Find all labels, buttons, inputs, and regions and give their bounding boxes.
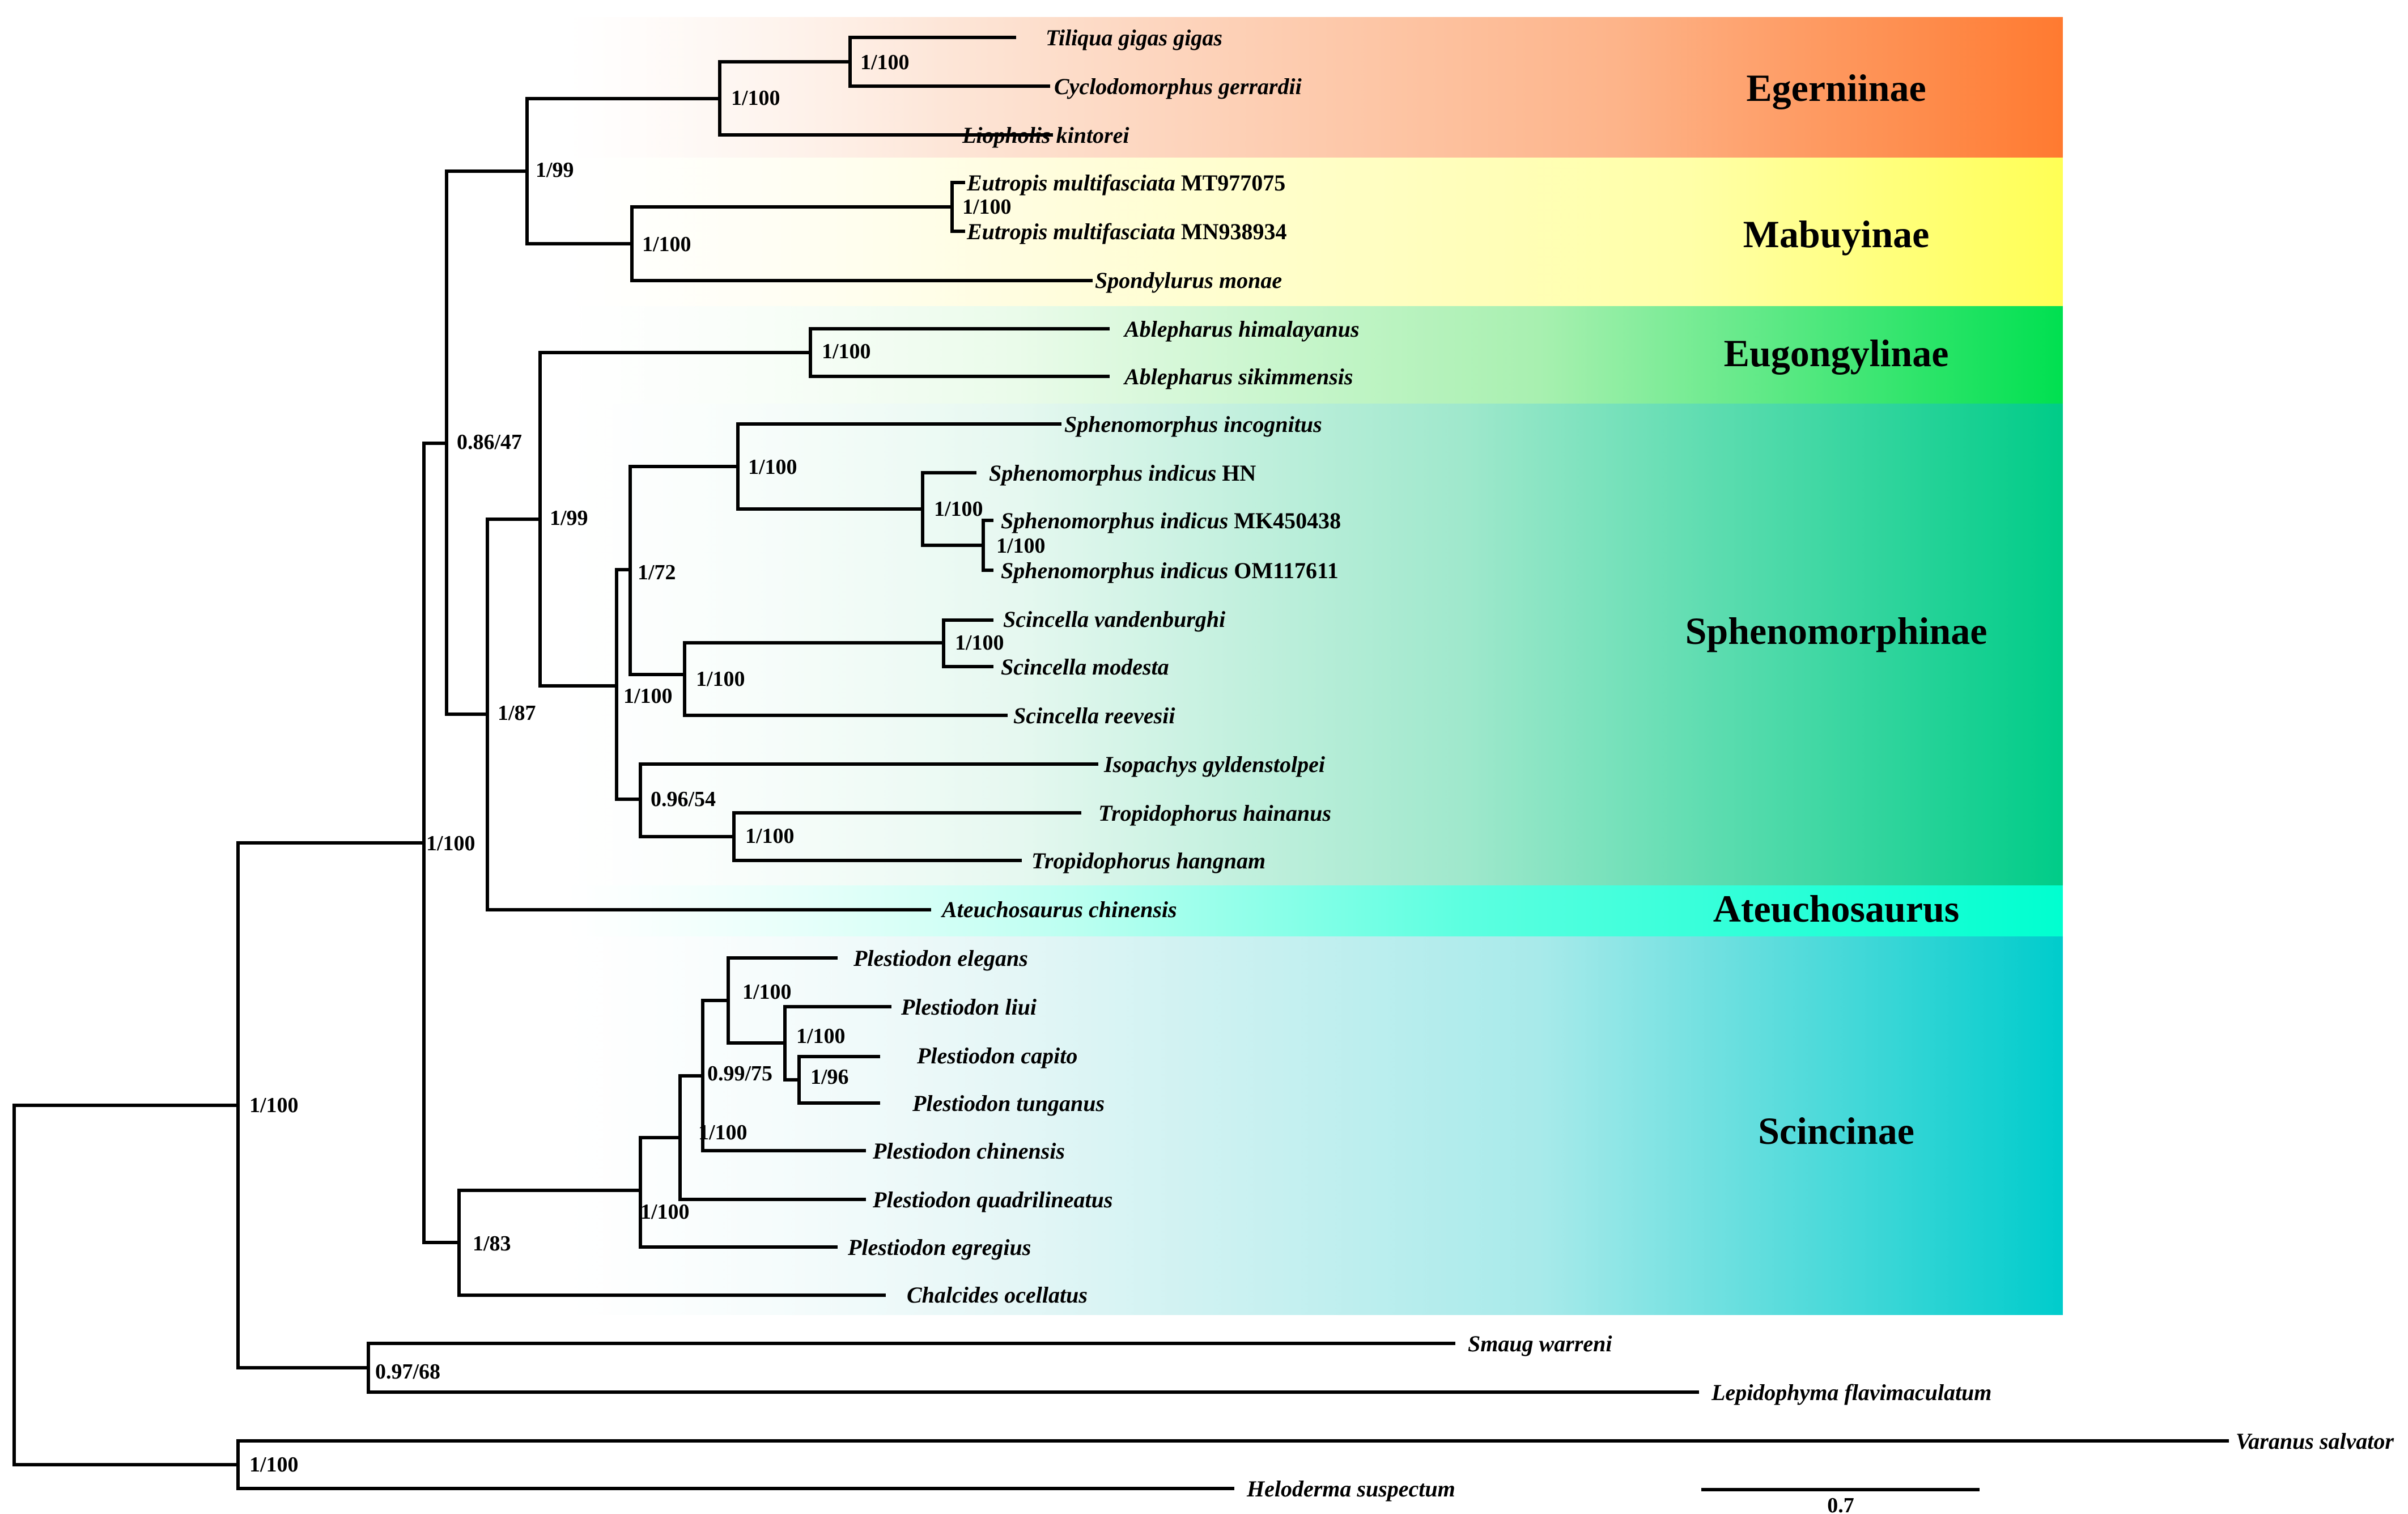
support-value: 1/72: [638, 561, 676, 584]
taxon-label: Plestiodon elegans: [853, 945, 1028, 971]
support-value: 1/100: [748, 455, 797, 479]
support-value: 1/100: [731, 86, 780, 110]
support-value: 1/100: [860, 50, 910, 74]
support-value: 1/100: [996, 534, 1046, 558]
support-value: 1/96: [810, 1065, 849, 1089]
scale-bar: 0.7: [1701, 1488, 1980, 1514]
taxon-label: Plestiodon egregius: [847, 1235, 1031, 1260]
scincinae-band: [567, 936, 2063, 1315]
support-value: 0.96/54: [651, 787, 716, 811]
taxon-label: Tiliqua gigas gigas: [1046, 25, 1222, 50]
taxon-label: Scincella vandenburghi: [1003, 607, 1225, 632]
support-value: 1/100: [955, 631, 1004, 655]
taxon-label: Eutropis multifasciata MN938934: [966, 219, 1287, 244]
support-value: 1/100: [696, 667, 745, 691]
support-value: 1/100: [822, 340, 871, 363]
taxon-label: Plestiodon chinensis: [872, 1138, 1065, 1164]
taxon-label: Sphenomorphus indicus HN: [989, 460, 1256, 486]
scale-bar-label: 0.7: [1827, 1494, 1854, 1514]
taxon-label: Cyclodomorphus gerrardii: [1054, 74, 1302, 99]
taxon-label: Plestiodon tunganus: [912, 1091, 1105, 1116]
support-value: 1/100: [698, 1121, 748, 1144]
support-value: 1/100: [249, 1093, 299, 1117]
clade-labels: Egerniinae Mabuyinae Eugongylinae Spheno…: [1685, 66, 1987, 1152]
branches: [12, 36, 2229, 1490]
taxon-label: Ablepharus himalayanus: [1123, 316, 1360, 342]
taxon-label: Sphenomorphus incognitus: [1064, 412, 1322, 437]
taxon-label: Sphenomorphus indicus MK450438: [1001, 508, 1341, 533]
taxon-label: Scincella modesta: [1001, 654, 1169, 680]
support-value: 1/100: [742, 980, 792, 1004]
clade-label-eugongylinae: Eugongylinae: [1724, 332, 1949, 375]
taxon-label: Smaug warreni: [1468, 1331, 1612, 1356]
support-value: 1/100: [249, 1453, 299, 1477]
taxon-label: Lepidophyma flavimaculatum: [1711, 1380, 1991, 1405]
support-value: 0.99/75: [707, 1062, 772, 1085]
taxon-label: Liopholis kintorei: [962, 122, 1129, 148]
support-value: 1/100: [640, 1200, 690, 1224]
support-value: 1/87: [498, 701, 536, 725]
clade-label-ateuchosaurus: Ateuchosaurus: [1713, 887, 1960, 930]
clade-label-egerniinae: Egerniinae: [1746, 66, 1926, 109]
taxon-label: Tropidophorus hangnam: [1031, 848, 1265, 873]
support-value: 1/100: [426, 832, 475, 855]
support-value: 0.86/47: [457, 430, 522, 454]
tip-labels: Tiliqua gigas gigas Cyclodomorphus gerra…: [847, 25, 2394, 1502]
clade-label-mabuyinae: Mabuyinae: [1743, 213, 1930, 256]
taxon-label: Scincella reevesii: [1013, 703, 1175, 728]
taxon-label: Spondylurus monae: [1095, 268, 1282, 293]
eugongylinae-band: [567, 306, 2063, 404]
taxon-label: Isopachys gyldenstolpei: [1103, 752, 1325, 777]
taxon-label: Eutropis multifasciata MT977075: [966, 170, 1285, 196]
support-value: 0.97/68: [375, 1360, 440, 1384]
clade-label-scincinae: Scincinae: [1758, 1109, 1914, 1152]
support-value: 1/100: [623, 684, 673, 708]
support-value: 1/99: [550, 506, 588, 530]
support-value: 1/99: [536, 158, 574, 182]
support-value: 1/83: [473, 1232, 511, 1256]
support-value: 1/100: [745, 824, 795, 848]
clade-label-sphenomorphinae: Sphenomorphinae: [1685, 609, 1987, 652]
support-value: 1/100: [962, 195, 1012, 219]
taxon-label: Heloderma suspectum: [1246, 1476, 1455, 1502]
support-value: 1/100: [642, 232, 691, 256]
taxon-label: Sphenomorphus indicus OM117611: [1001, 558, 1339, 583]
taxon-label: Plestiodon liui: [901, 994, 1037, 1020]
taxon-label: Plestiodon quadrilineatus: [872, 1187, 1112, 1212]
taxon-label: Plestiodon capito: [916, 1043, 1077, 1068]
support-value: 1/100: [796, 1024, 846, 1048]
taxon-label: Chalcides ocellatus: [907, 1282, 1088, 1308]
taxon-label: Ateuchosaurus chinensis: [940, 897, 1177, 922]
support-values: 1/100 1/100 1/99 1/100 1/100 1/100 0.86/…: [249, 50, 1046, 1477]
support-value: 1/100: [934, 497, 983, 521]
taxon-label: Varanus salvator: [2236, 1428, 2394, 1454]
taxon-label: Ablepharus sikimmensis: [1123, 364, 1353, 389]
taxon-label: Tropidophorus hainanus: [1098, 800, 1331, 826]
